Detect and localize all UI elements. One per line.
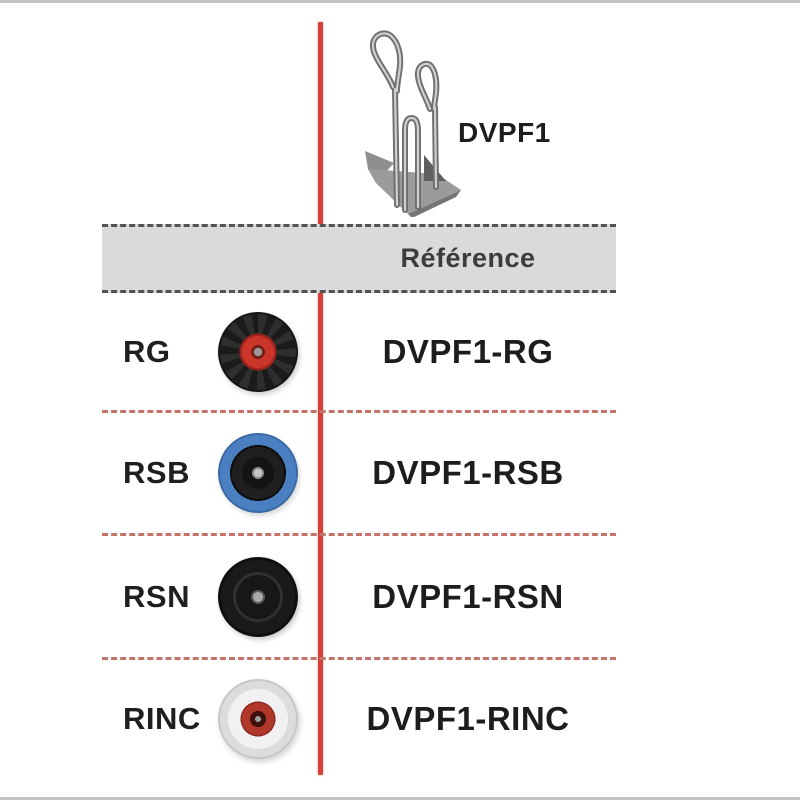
table-header-band: Référence: [102, 224, 616, 293]
bottom-edge-divider: [0, 797, 800, 800]
table-row: RG DVPF1-RG: [102, 293, 616, 413]
table-row: RSB DVPF1-RSB: [102, 413, 616, 536]
base-plate: [368, 169, 461, 214]
wheel-rg-icon: [218, 311, 298, 392]
wheel-rsb-icon: [218, 433, 298, 513]
truck-frame-highlight: [371, 32, 438, 212]
reference-value: DVPF1-RG: [382, 332, 554, 370]
vertical-red-divider: [318, 22, 323, 775]
wheel-code-label: RG: [123, 333, 171, 369]
wheel-rsn-icon: [218, 556, 298, 637]
table-row: RSN DVPF1-RSN: [102, 536, 616, 660]
reference-value: DVPF1-RSB: [372, 454, 564, 491]
base-plate-edge: [408, 190, 461, 217]
wheel-code-label: RSB: [123, 455, 190, 490]
wheel-code-label: RSN: [123, 578, 190, 614]
wheel-rinc-icon: [218, 679, 298, 759]
reference-value: DVPF1-RSN: [372, 577, 564, 615]
top-edge-divider: [0, 0, 800, 3]
reference-column-header: Référence: [400, 243, 536, 273]
hand-truck-illustration: [365, 30, 461, 217]
reference-value: DVPF1-RINC: [366, 700, 570, 737]
table-row: RINC DVPF1-RINC: [102, 660, 616, 778]
reference-table: RG DVPF1-RG RSB DVPF1-RSB RSN DVPF1-RSN …: [102, 293, 616, 778]
product-model-label: DVPF1: [458, 117, 551, 148]
wheel-code-label: RINC: [123, 701, 201, 736]
